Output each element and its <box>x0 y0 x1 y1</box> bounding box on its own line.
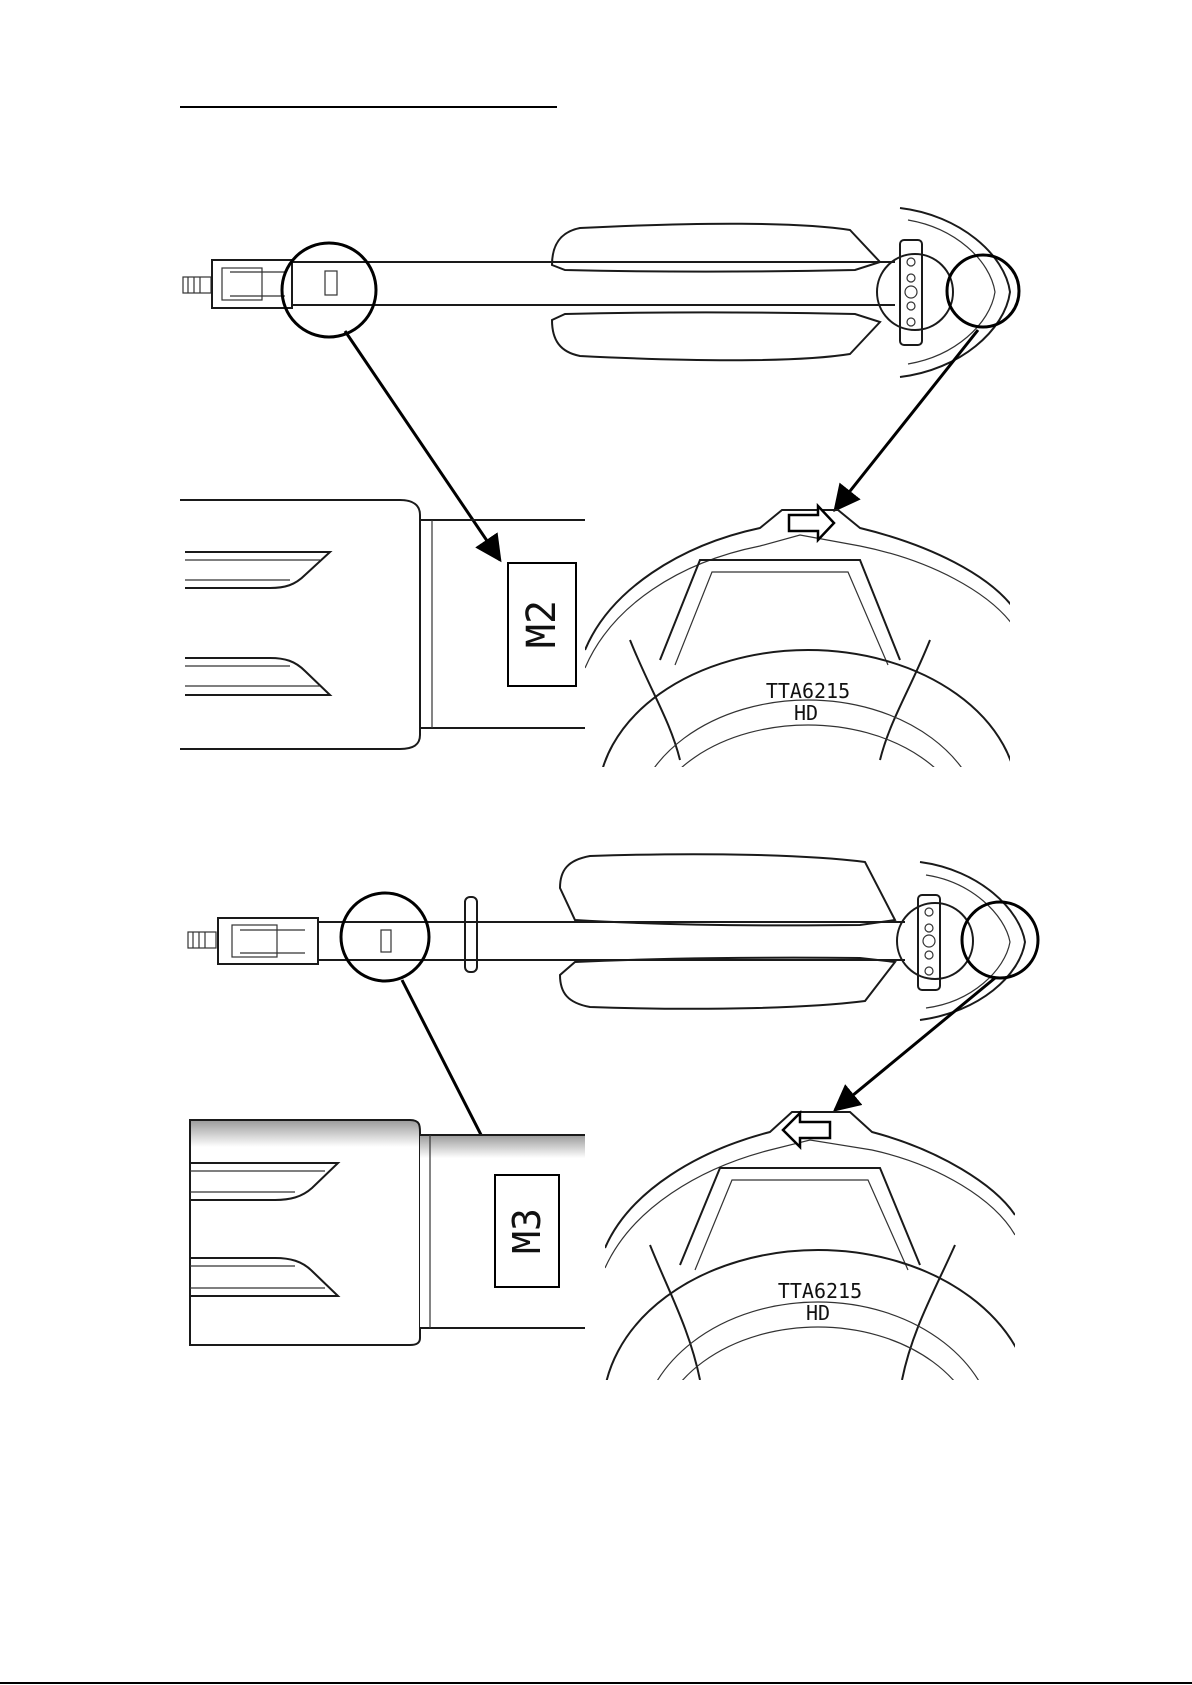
motor-model-line1-fig1: TTA6215 <box>766 679 850 703</box>
zoom-circle-rotation-arrow <box>947 255 1019 327</box>
leader-arrow-rotation <box>835 330 978 510</box>
motor-model-line2-fig1: HD <box>794 701 818 725</box>
zoom-circle-arm-label <box>282 243 376 337</box>
motor-model-line2-fig2: HD <box>806 1301 830 1325</box>
figure-2-motor-detail <box>603 1112 1033 1578</box>
leader-arrow-rotation <box>835 978 995 1110</box>
figure-1-motor-detail <box>585 510 1018 960</box>
right-arrow-icon <box>789 506 834 540</box>
zoom-circle-arm-label <box>341 893 429 981</box>
motor-model-line1-fig2: TTA6215 <box>778 1279 862 1303</box>
leader-arrow-arm-label <box>345 331 500 560</box>
arm-label-m2: M2 <box>519 600 565 648</box>
figure-1-arm-overview <box>183 208 1019 560</box>
arm-label-m3: M3 <box>505 1208 549 1254</box>
